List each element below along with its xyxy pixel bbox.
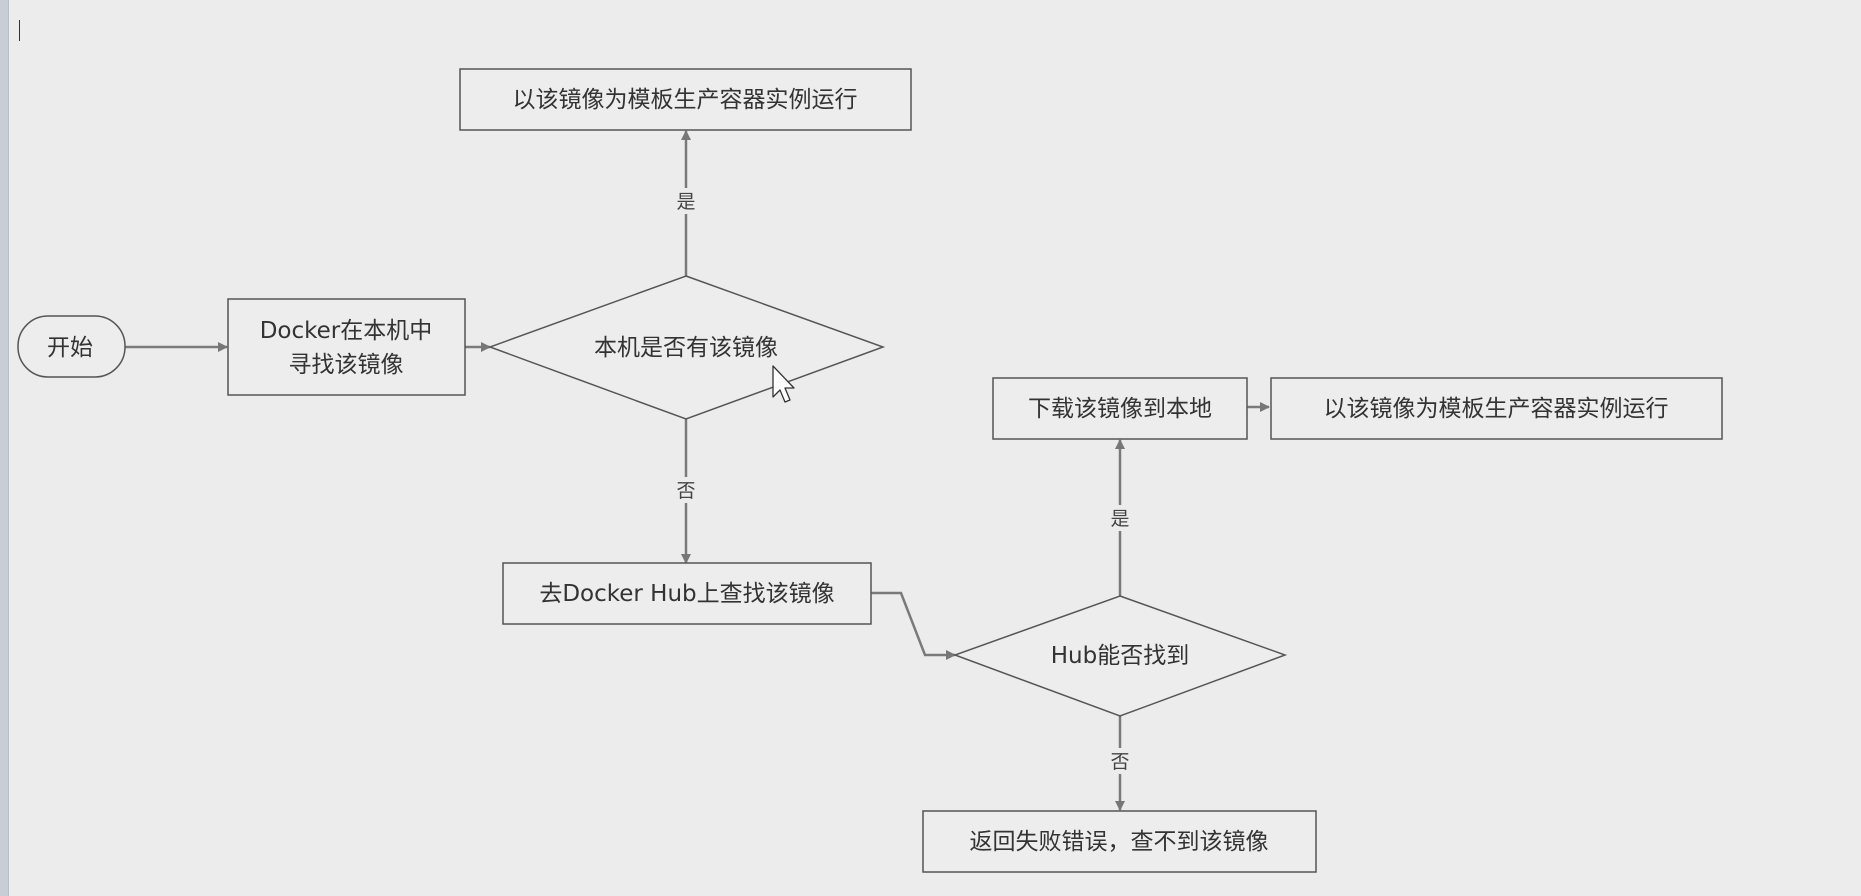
node-start[interactable]: 开始 [17,315,126,378]
node-run-downloaded-label: 以该镜像为模板生产容器实例运行 [1324,396,1669,422]
node-start-label: 开始 [47,335,93,361]
window-left-edge [0,0,9,896]
edge-search-hub-to-decision-hub [871,591,956,660]
edge-label-local-yes: 是 [676,191,695,213]
node-download[interactable]: 下载该镜像到本地 [992,377,1248,440]
edge-label-backgrounds [674,188,1132,774]
node-download-label: 下载该镜像到本地 [1028,396,1212,422]
edge-label-local-no: 否 [676,480,695,502]
mouse-pointer-icon [772,365,795,403]
node-search-local-label-line1: Docker在本机中 [260,318,433,344]
node-error[interactable]: 返回失败错误，查不到该镜像 [922,810,1317,873]
edge-label-hub-no: 否 [1110,751,1129,773]
node-decision-hub[interactable]: Hub能否找到 [952,595,1288,717]
node-search-local[interactable]: Docker在本机中 寻找该镜像 [227,298,466,396]
node-decision-local-label: 本机是否有该镜像 [594,335,778,361]
node-decision-hub-label: Hub能否找到 [1051,643,1189,669]
text-cursor [19,20,20,41]
node-decision-local[interactable]: 本机是否有该镜像 [487,275,886,420]
node-run-local[interactable]: 以该镜像为模板生产容器实例运行 [459,68,912,131]
node-run-downloaded[interactable]: 以该镜像为模板生产容器实例运行 [1270,377,1723,440]
edge-label-hub-yes: 是 [1110,508,1129,530]
node-run-local-label: 以该镜像为模板生产容器实例运行 [513,87,858,113]
node-error-label: 返回失败错误，查不到该镜像 [970,829,1269,855]
node-search-hub[interactable]: 去Docker Hub上查找该镜像 [502,562,872,625]
node-search-hub-label: 去Docker Hub上查找该镜像 [539,581,834,607]
node-search-local-label-line2: 寻找该镜像 [289,352,404,378]
